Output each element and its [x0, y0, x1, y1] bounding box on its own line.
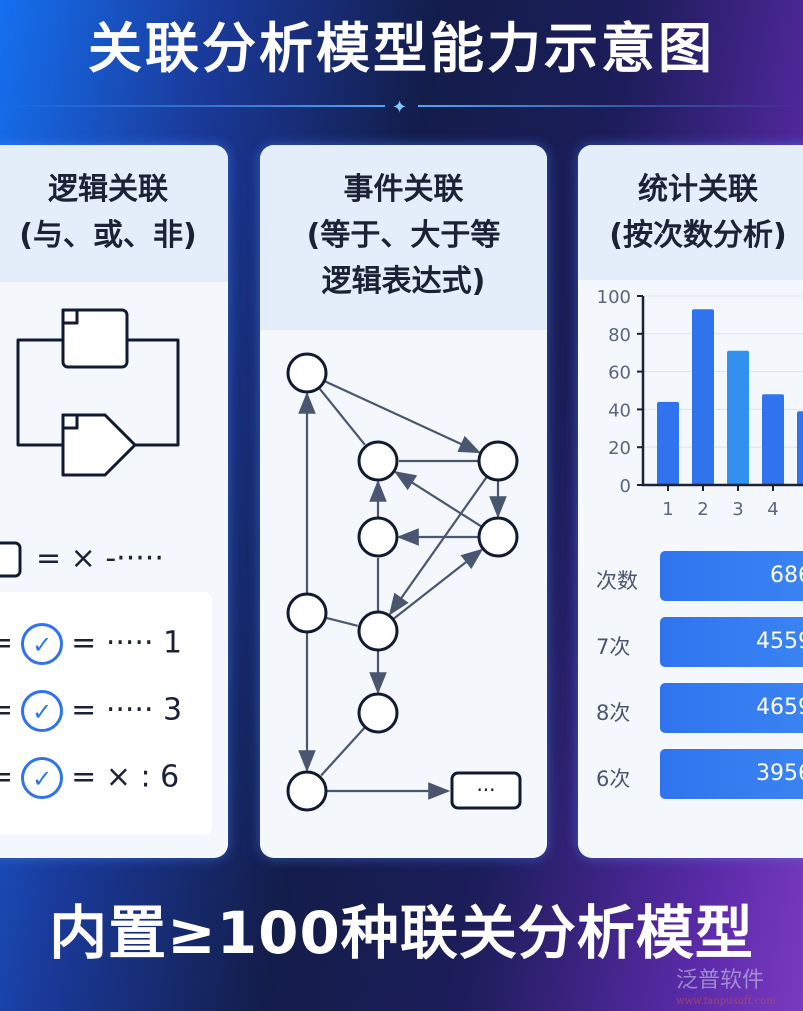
graph-node: [286, 770, 328, 812]
divider-left: [0, 105, 385, 107]
graph-node: [286, 352, 328, 394]
row-value: 3956: [660, 749, 803, 799]
card-subtitle: (等于、大于等: [306, 218, 501, 253]
bar: [692, 309, 714, 485]
divider-right: [418, 105, 803, 107]
check-circle-icon: ✓: [21, 690, 64, 732]
logic-row-1: =✓= ····· 1: [0, 623, 182, 665]
graph-edge: [320, 726, 367, 777]
graph-node: [357, 692, 399, 734]
card-subtitle-2: 逻辑表达式): [321, 264, 486, 299]
y-tick-label: 20: [608, 438, 631, 459]
event-graph: ···: [286, 352, 522, 812]
graph-node: [357, 516, 399, 558]
watermark-logo: 泛普软件: [676, 968, 765, 993]
row-value: 686: [660, 551, 803, 601]
bar: [657, 401, 679, 485]
row-label: 7次: [596, 635, 631, 659]
sparkle-icon: ✦: [392, 97, 408, 118]
graph-edge: [323, 379, 481, 454]
card-title: 事件关联: [343, 172, 464, 207]
bar-chart: 02040608010012345: [597, 287, 803, 520]
legend-text: = × -·····: [36, 541, 164, 576]
row-label: 次数: [596, 569, 638, 593]
graph-node: [477, 516, 519, 558]
card-header: 统计关联 (按次数分析): [578, 145, 803, 280]
graph-edge: [318, 387, 366, 446]
graph-node: [477, 440, 519, 482]
card-header: 事件关联 (等于、大于等 逻辑表达式): [260, 145, 547, 330]
graph-edge: [392, 548, 484, 621]
card-title: 统计关联: [638, 172, 758, 207]
y-tick-label: 100: [597, 287, 631, 308]
card-title: 逻辑关联: [48, 172, 168, 207]
graph-edge: [393, 471, 483, 528]
logic-row-3: =✓= × : 6: [0, 757, 179, 799]
bar: [762, 394, 784, 485]
card-subtitle: (按次数分析): [609, 218, 787, 253]
row-label: 8次: [596, 701, 631, 725]
graph-node: [286, 592, 328, 634]
y-tick-label: 40: [608, 400, 631, 421]
logic-gate-diagram: [0, 308, 212, 835]
card-event-association: 事件关联 (等于、大于等 逻辑表达式) ···: [260, 145, 547, 858]
x-tick-label: 2: [697, 499, 708, 520]
logic-row-2: =✓= ····· 3: [0, 690, 182, 732]
card-statistical-association: 统计关联 (按次数分析) 02040608010012345 次数 686 7次…: [578, 145, 803, 858]
x-tick-label: 3: [732, 499, 743, 520]
card-subtitle: (与、或、非): [19, 218, 197, 253]
x-tick-label: 1: [662, 499, 673, 520]
more-node: [450, 771, 522, 810]
graph-node: [357, 610, 399, 652]
more-node-label: ···: [476, 778, 495, 802]
footer-title: 内置≥100种联关分析模型: [49, 899, 754, 967]
card-header: 逻辑关联 (与、或、非): [0, 145, 228, 282]
row-value: 4659: [660, 683, 803, 733]
y-tick-label: 0: [620, 476, 631, 497]
axes: [641, 296, 803, 487]
graph-edge: [388, 475, 488, 616]
row-label: 6次: [596, 767, 631, 791]
check-circle-icon: ✓: [21, 757, 64, 799]
y-tick-label: 60: [608, 363, 631, 384]
bar: [797, 411, 803, 485]
check-circle-icon: ✓: [21, 623, 64, 665]
y-tick-label: 80: [608, 325, 631, 346]
graph-edge: [325, 616, 358, 627]
card-logic-association: 逻辑关联 (与、或、非) = × -····· =✓= ····· 1 =✓= …: [0, 145, 228, 858]
watermark-url: www.fanpusoft.com: [676, 996, 776, 1007]
row-value: 4559: [660, 617, 803, 667]
bar: [727, 350, 749, 485]
x-tick-label: 4: [767, 499, 778, 520]
graph-node: [357, 440, 399, 482]
main-title: 关联分析模型能力示意图: [88, 17, 715, 80]
